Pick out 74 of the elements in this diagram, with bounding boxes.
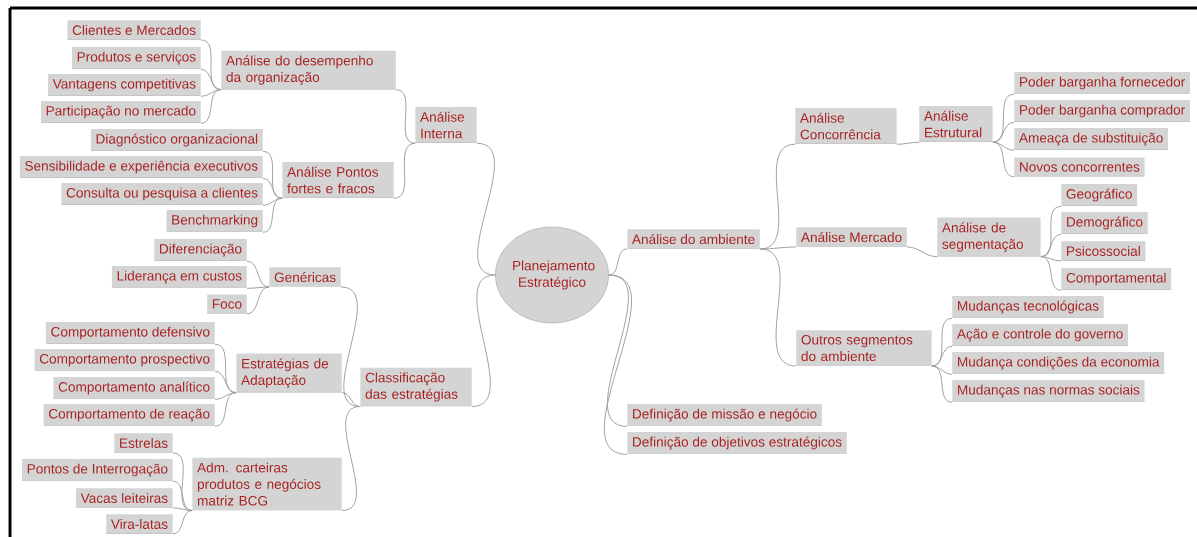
connector-line [603, 274, 632, 455]
connector-line [608, 248, 628, 276]
topic-box: Análise de segmentação [937, 217, 1041, 257]
topic-box: Benchmarking [166, 210, 263, 232]
topic-box: Geográfico [1061, 183, 1138, 207]
topic-box: Psicossocial [1061, 241, 1146, 261]
connector-line [759, 248, 797, 367]
connector-line [992, 121, 1015, 143]
connector-line [246, 286, 270, 289]
topic-box: Pontos de Interrogação [22, 458, 173, 482]
connector-line [246, 286, 270, 315]
topic-box: Análise Concorrência [795, 108, 897, 144]
topic-box: Produtos e serviços [71, 46, 201, 70]
topic-box: Poder barganha fornecedor [1014, 72, 1190, 94]
topic-box: Vacas leiteiras [75, 488, 173, 508]
connector-line [1040, 256, 1062, 291]
topic-box: Comportamento de reação [43, 403, 215, 427]
topic-box: Estrelas [114, 433, 173, 453]
connector-line [931, 345, 953, 367]
topic-box: Definição de objetivos estratégicos [627, 431, 847, 455]
connector-line [214, 392, 237, 427]
topic-box: Outros segmentos do ambiente [796, 330, 932, 366]
connector-line [341, 406, 361, 511]
topic-box: Ameaça de substituição [1014, 127, 1168, 151]
topic-box: Mudança condições da economia [952, 351, 1165, 375]
topic-box: Análise do ambiente [627, 229, 760, 249]
connector-line [214, 370, 237, 394]
topic-box: Consulta ou pesquisa a clientes [61, 183, 263, 205]
topic-box: Análise Pontos fortes e fracos [282, 162, 394, 198]
connector-line [476, 142, 496, 276]
connector-line [906, 246, 938, 258]
topic-box: Clientes e Mercados [67, 20, 201, 40]
topic-box: Poder barganha comprador [1014, 100, 1190, 122]
topic-box: Participação no mercado [40, 100, 201, 124]
connector-line [395, 89, 416, 144]
connector-line [471, 274, 496, 407]
connector-line [992, 141, 1015, 178]
connector-line [200, 89, 222, 124]
topic-box: Comportamento analítico [53, 376, 215, 400]
topic-box: Análise Interna [415, 107, 477, 143]
connector-line [606, 274, 629, 427]
topic-box: Liderança em custos [111, 265, 247, 289]
topic-box: Análise Estrutural [919, 106, 993, 142]
topic-box: Mudanças tecnológicas [952, 295, 1104, 319]
connector-line [200, 68, 222, 91]
connector-line [172, 480, 193, 511]
connector-line [341, 392, 361, 407]
topic-box: Genéricas [269, 267, 341, 287]
topic-box: Ação e controle do governo [952, 323, 1128, 347]
topic-box: Análise do desempenho da organização [221, 50, 396, 90]
topic-box: Foco [207, 294, 247, 314]
topic-box: Comportamento prospectivo [34, 349, 215, 371]
topic-box: Análise Mercado [796, 227, 907, 247]
connector-line [931, 365, 953, 403]
topic-box: Estratégias de Adaptação [236, 353, 342, 393]
topic-box: Comportamento defensivo [45, 322, 215, 344]
topic-box: Comportamental [1061, 268, 1172, 290]
connector-line [262, 177, 283, 199]
topic-box: Novos concorrentes [1014, 157, 1145, 177]
topic-box: Vira-latas [106, 514, 173, 534]
topic-box: Definição de missão e negócio [627, 403, 822, 427]
connector-line [340, 286, 361, 407]
topic-box: Vantagens competitivas [48, 74, 201, 96]
connector-line [393, 142, 416, 199]
topic-box: Sensibilidade e experiência executivos [19, 156, 263, 179]
connector-line [262, 197, 283, 233]
topic-box: Diferenciação [154, 238, 247, 262]
connector-line [172, 510, 193, 535]
topic-box: Mudanças nas normas sociais [952, 379, 1145, 403]
connector-line [896, 141, 920, 145]
topic-box: Demográfico [1061, 211, 1148, 235]
topic-box: Classificação das estratégias [360, 367, 472, 407]
topic-box: Adm. carteiras produtos e negócios matriz BCG [192, 457, 342, 511]
topic-box: Diagnóstico organizacional [90, 128, 263, 152]
